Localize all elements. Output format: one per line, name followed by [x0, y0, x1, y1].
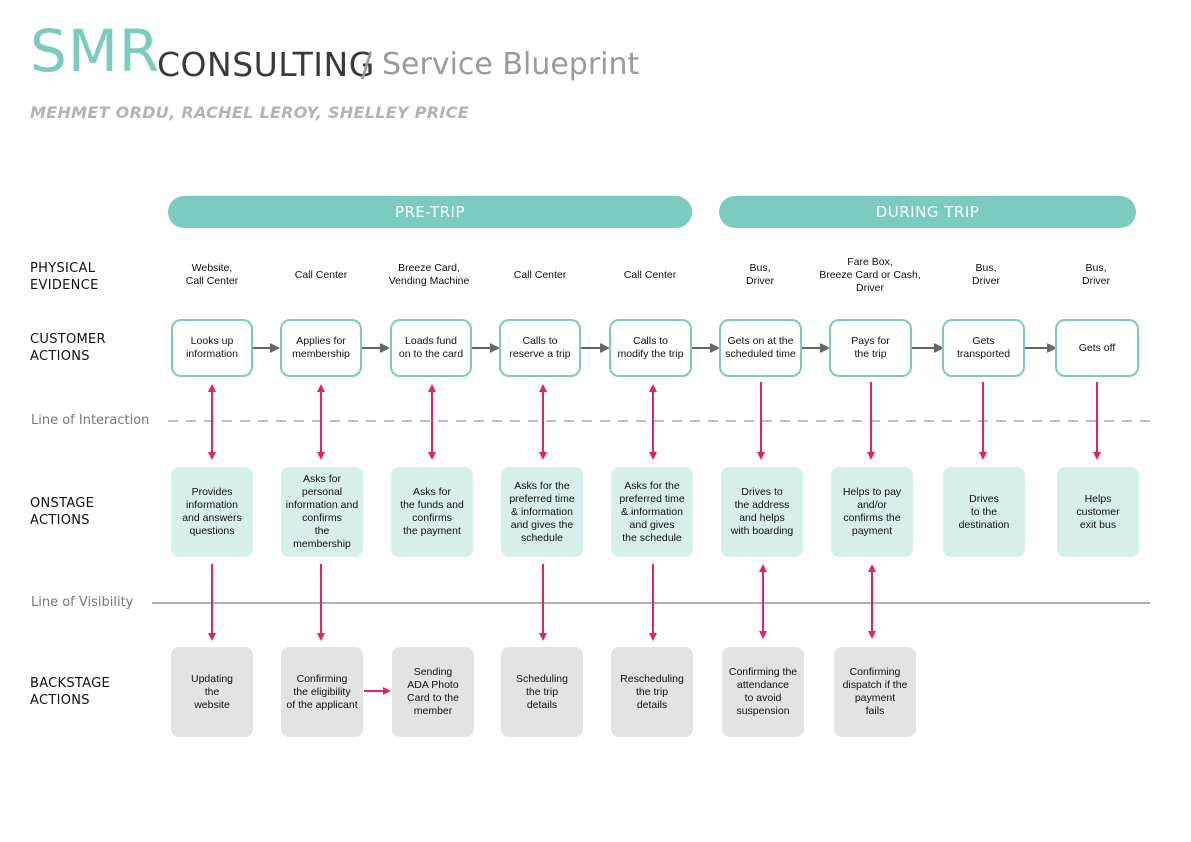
evidence-8: Bus, Driver: [972, 262, 1000, 287]
customer-action-2: Applies for membership: [280, 319, 362, 377]
title-slash: /: [361, 45, 373, 84]
evidence-6: Bus, Driver: [746, 262, 774, 287]
backstage-action-1: Updating the website: [171, 647, 253, 737]
backstage-action-3: Sending ADA Photo Card to the member: [392, 647, 474, 737]
phase-during-trip: DURING TRIP: [719, 196, 1136, 228]
evidence-4: Call Center: [513, 269, 567, 281]
customer-action-1: Looks up information: [171, 319, 253, 377]
backstage-action-6: Confirming the attendance to avoid suspe…: [722, 647, 804, 737]
backstage-action-7: Confirming dispatch if the payment fails: [834, 647, 916, 737]
onstage-action-8: Drives to the destination: [943, 467, 1025, 557]
onstage-action-5: Asks for the preferred time & informatio…: [611, 467, 693, 557]
onstage-action-1: Provides information and answers questio…: [171, 467, 253, 557]
evidence-9: Bus, Driver: [1082, 262, 1110, 287]
onstage-action-2: Asks for personal information and confir…: [281, 467, 363, 557]
row-label-physical-evidence: PHYSICAL EVIDENCE: [30, 261, 99, 293]
phase-pre-trip: PRE-TRIP: [168, 196, 692, 228]
evidence-1: Website, Call Center: [185, 262, 239, 287]
customer-action-8: Gets transported: [942, 319, 1025, 377]
interaction-arrows: [208, 382, 1101, 460]
customer-action-9: Gets off: [1055, 319, 1139, 377]
backstage-action-5: Rescheduling the trip details: [611, 647, 693, 737]
evidence-5: Call Center: [623, 269, 677, 281]
customer-action-3: Loads fund on to the card: [390, 319, 472, 377]
line-of-visibility-label: Line of Visibility: [31, 595, 134, 610]
customer-action-7: Pays for the trip: [829, 319, 912, 377]
customer-action-4: Calls to reserve a trip: [499, 319, 581, 377]
line-of-interaction-label: Line of Interaction: [31, 413, 150, 428]
evidence-3: Breeze Card, Vending Machine: [388, 262, 470, 287]
customer-action-6: Gets on at the scheduled time: [719, 319, 802, 377]
onstage-action-4: Asks for the preferred time & informatio…: [501, 467, 583, 557]
customer-action-5: Calls to modify the trip: [609, 319, 692, 377]
backstage-action-2: Confirming the eligibility of the applic…: [281, 647, 363, 737]
onstage-action-6: Drives to the address and helps with boa…: [721, 467, 803, 557]
authors: MEHMET ORDU, RACHEL LEROY, SHELLEY PRICE: [30, 103, 469, 122]
onstage-action-3: Asks for the funds and confirms the paym…: [391, 467, 473, 557]
backstage-action-4: Scheduling the trip details: [501, 647, 583, 737]
logo-consulting: CONSULTING: [157, 45, 375, 84]
evidence-2: Call Center: [294, 269, 348, 281]
onstage-action-9: Helps customer exit bus: [1057, 467, 1139, 557]
row-label-onstage-actions: ONSTAGE ACTIONS: [30, 496, 95, 528]
page-title: Service Blueprint: [382, 47, 640, 82]
logo-smr: SMR: [30, 17, 161, 85]
row-label-customer-actions: CUSTOMER ACTIONS: [30, 332, 106, 364]
onstage-action-7: Helps to pay and/or confirms the payment: [831, 467, 913, 557]
row-label-backstage-actions: BACKSTAGE ACTIONS: [30, 676, 111, 708]
visibility-arrows: [208, 564, 876, 695]
evidence-7: Fare Box, Breeze Card or Cash, Driver: [819, 256, 921, 294]
